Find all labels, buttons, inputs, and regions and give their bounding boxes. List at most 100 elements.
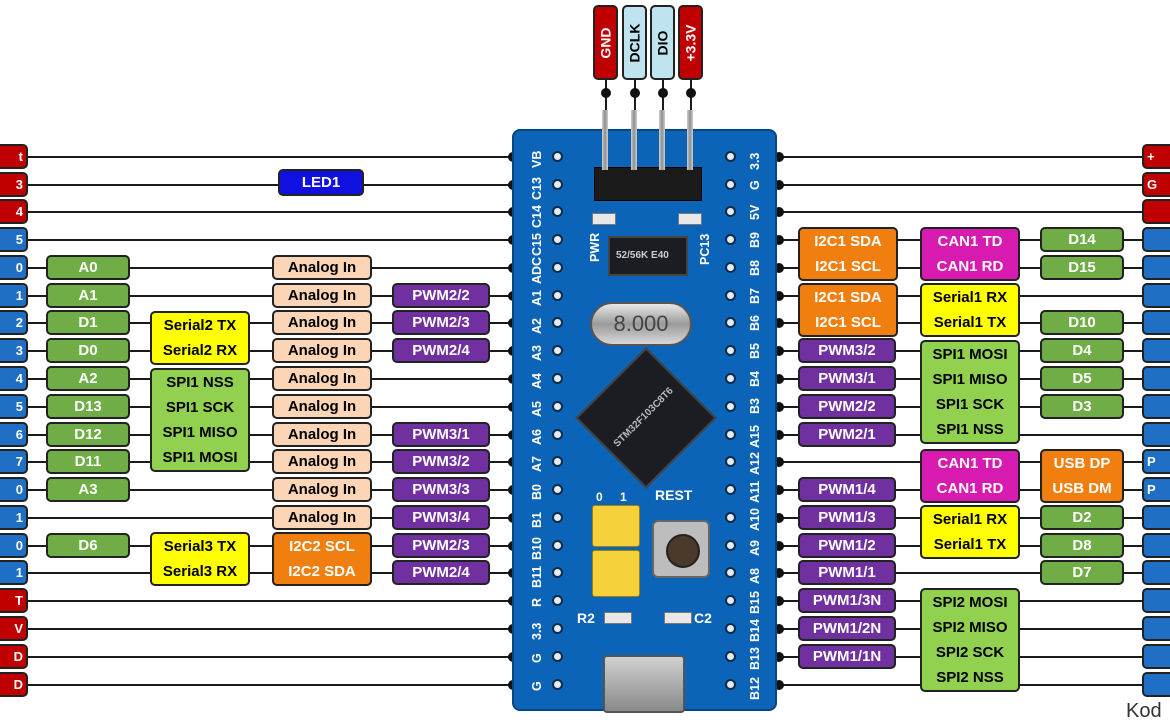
i2c1-sda-label: I2C1 SDA bbox=[814, 233, 882, 250]
analog-in-label: Analog In bbox=[272, 255, 372, 280]
left-edge-label: 7 bbox=[0, 449, 28, 474]
arduino-pin-d1: D1 bbox=[46, 310, 130, 335]
board-silk-label: B6 bbox=[748, 315, 762, 331]
spi1-sck-label: SPI1 SCK bbox=[165, 399, 235, 416]
left-edge-text: 0 bbox=[15, 538, 23, 553]
usb-group: USB DP USB DM bbox=[1040, 449, 1124, 503]
left-edge-text: 1 bbox=[15, 510, 23, 525]
board-silk-label: R bbox=[530, 597, 544, 607]
pwm-text: PWM2/3 bbox=[412, 314, 470, 331]
board-silk-label: C14 bbox=[530, 205, 544, 228]
board-silk-label: B8 bbox=[748, 260, 762, 276]
board-silk-label: ADC bbox=[530, 256, 544, 284]
board-silk-label: A8 bbox=[748, 568, 762, 584]
left-edge-label: D bbox=[0, 644, 28, 669]
arduino-pin-d15: D15 bbox=[1040, 255, 1124, 280]
pin-text: D6 bbox=[78, 537, 98, 554]
arduino-pin-d2: D2 bbox=[1040, 505, 1124, 530]
can1-rd-label: CAN1 RD bbox=[936, 480, 1004, 497]
analog-text: Analog In bbox=[287, 342, 357, 359]
pwm-text: PWM3/3 bbox=[412, 481, 470, 498]
pwm-label: PWM1/2N bbox=[798, 616, 896, 641]
pwm-label: PWM1/2 bbox=[798, 533, 896, 558]
left-edge-label: 1 bbox=[0, 560, 28, 585]
i2c1-group-a: I2C1 SDA I2C1 SCL bbox=[798, 227, 898, 281]
spi2-mosi-label: SPI2 MOSI bbox=[932, 594, 1008, 611]
crystal-oscillator: 8.000 bbox=[590, 302, 692, 346]
header-pin-gnd: GND bbox=[593, 5, 618, 80]
pwm-text: PWM1/4 bbox=[818, 481, 876, 498]
micro-usb-port bbox=[603, 655, 685, 713]
spi1-nss-label: SPI1 NSS bbox=[936, 421, 1004, 438]
analog-in-label: Analog In bbox=[272, 338, 372, 363]
board-silk-label: 3.3 bbox=[530, 622, 544, 640]
pwm-label: PWM1/1N bbox=[798, 644, 896, 669]
board-silk-label: B9 bbox=[748, 232, 762, 248]
spi2-group: SPI2 MOSI SPI2 MISO SPI2 SCK SPI2 NSS bbox=[920, 588, 1020, 692]
left-edge-text: 2 bbox=[15, 315, 23, 330]
board-silk-label: 5V bbox=[748, 204, 762, 220]
left-edge-text: 3 bbox=[15, 177, 23, 192]
serial3-rx-label: Serial3 RX bbox=[162, 563, 238, 580]
left-edge-label: T bbox=[0, 588, 28, 613]
pwm-label: PWM2/1 bbox=[798, 422, 896, 447]
spi1-left-group: SPI1 NSS SPI1 SCK SPI1 MISO SPI1 MOSI bbox=[150, 368, 250, 472]
serial2-group: Serial2 TX Serial2 RX bbox=[150, 311, 250, 365]
reset-silk: REST bbox=[655, 487, 693, 503]
analog-in-label: Analog In bbox=[272, 283, 372, 308]
pwm-text: PWM1/3N bbox=[812, 592, 882, 609]
reset-button[interactable] bbox=[652, 520, 710, 578]
watermark: Kod bbox=[1126, 700, 1162, 722]
pwm-label: PWM2/4 bbox=[392, 338, 490, 363]
analog-text: Analog In bbox=[287, 398, 357, 415]
left-edge-label: 1 bbox=[0, 505, 28, 530]
board-silk-label: A3 bbox=[530, 345, 544, 361]
board-silk-label: VB bbox=[530, 150, 544, 168]
i2c2-group: I2C2 SCL I2C2 SDA bbox=[272, 532, 372, 586]
spi1-mosi-label: SPI1 MOSI bbox=[932, 346, 1008, 363]
analog-in-label: Analog In bbox=[272, 422, 372, 447]
board-silk-label: G bbox=[530, 681, 544, 691]
left-edge-label: 0 bbox=[0, 477, 28, 502]
arduino-pin-d14: D14 bbox=[1040, 227, 1124, 252]
header-pin-dclk-label: DCLK bbox=[626, 23, 643, 62]
board-silk-label: A6 bbox=[530, 429, 544, 445]
board-silk-label: A5 bbox=[530, 401, 544, 417]
left-edge-text: 4 bbox=[15, 204, 23, 219]
serial1-tx-label: Serial1 TX bbox=[933, 536, 1007, 553]
serial1-rx-label: Serial1 RX bbox=[932, 289, 1008, 306]
pwr-silk: PWR bbox=[588, 232, 602, 262]
can1-td-label: CAN1 TD bbox=[937, 455, 1003, 472]
analog-text: Analog In bbox=[287, 481, 357, 498]
pin-text: D4 bbox=[1072, 342, 1092, 359]
left-edge-text: 1 bbox=[15, 565, 23, 580]
board-silk-label: B0 bbox=[530, 484, 544, 500]
left-edge-label: V bbox=[0, 616, 28, 641]
left-edge-label: 5 bbox=[0, 227, 28, 252]
r2-silk: R2 bbox=[577, 610, 595, 626]
pwm-text: PWM3/4 bbox=[412, 509, 470, 526]
pwm-label: PWM2/2 bbox=[392, 283, 490, 308]
right-edge-label bbox=[1142, 199, 1170, 224]
left-edge-text: T bbox=[15, 593, 23, 608]
header-wire-dot bbox=[630, 88, 640, 98]
serial2-tx-label: Serial2 TX bbox=[163, 317, 237, 334]
board-silk-label: B10 bbox=[530, 537, 544, 560]
spi1-mosi-label: SPI1 MOSI bbox=[162, 449, 238, 466]
header-pin-gnd-label: GND bbox=[597, 26, 614, 59]
serial1-group-b: Serial1 RX Serial1 TX bbox=[920, 505, 1020, 559]
i2c2-scl-label: I2C2 SCL bbox=[289, 538, 355, 555]
pwm-text: PWM1/2N bbox=[812, 620, 882, 637]
pwm-text: PWM1/2 bbox=[818, 537, 876, 554]
pwm-text: PWM2/3 bbox=[412, 537, 470, 554]
right-edge-label bbox=[1142, 283, 1170, 308]
analog-in-label: Analog In bbox=[272, 366, 372, 391]
left-edge-text: t bbox=[18, 149, 23, 164]
board-silk-label: B14 bbox=[748, 619, 762, 642]
serial3-tx-label: Serial3 TX bbox=[163, 538, 237, 555]
board-silk-label: B3 bbox=[748, 398, 762, 414]
board-silk-label: B12 bbox=[748, 677, 762, 700]
pin-text: D5 bbox=[1072, 370, 1092, 387]
pin-text: A0 bbox=[78, 259, 98, 276]
pwm-label: PWM3/4 bbox=[392, 505, 490, 530]
